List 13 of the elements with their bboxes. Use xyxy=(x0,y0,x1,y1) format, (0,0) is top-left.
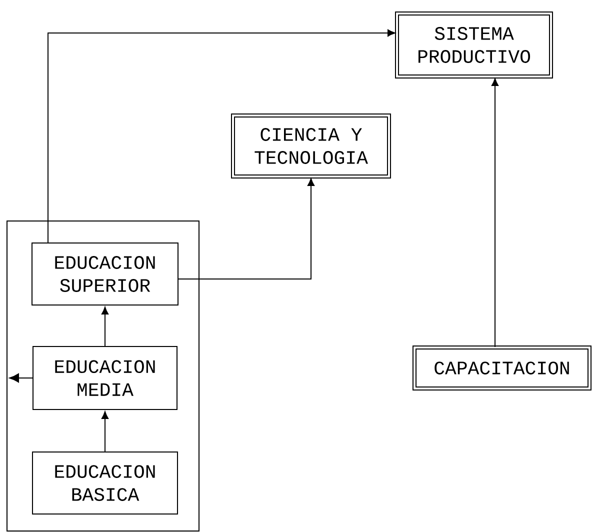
label-box: CAPACITACION xyxy=(412,346,592,390)
arrow xyxy=(178,178,315,280)
arrow xyxy=(101,306,109,346)
arrow xyxy=(491,78,499,348)
level-box: EDUCACION BASICA xyxy=(32,452,178,514)
label-box: SISTEMA PRODUCTIVO xyxy=(395,12,553,78)
label-box: CIENCIA Y TECNOLOGIA xyxy=(231,114,391,178)
level-box: EDUCACION SUPERIOR xyxy=(32,242,178,306)
arrow xyxy=(9,373,33,383)
level-box: EDUCACION MEDIA xyxy=(32,346,178,410)
arrow xyxy=(101,411,109,452)
enclosing-box xyxy=(6,220,200,532)
arrow xyxy=(48,29,396,243)
